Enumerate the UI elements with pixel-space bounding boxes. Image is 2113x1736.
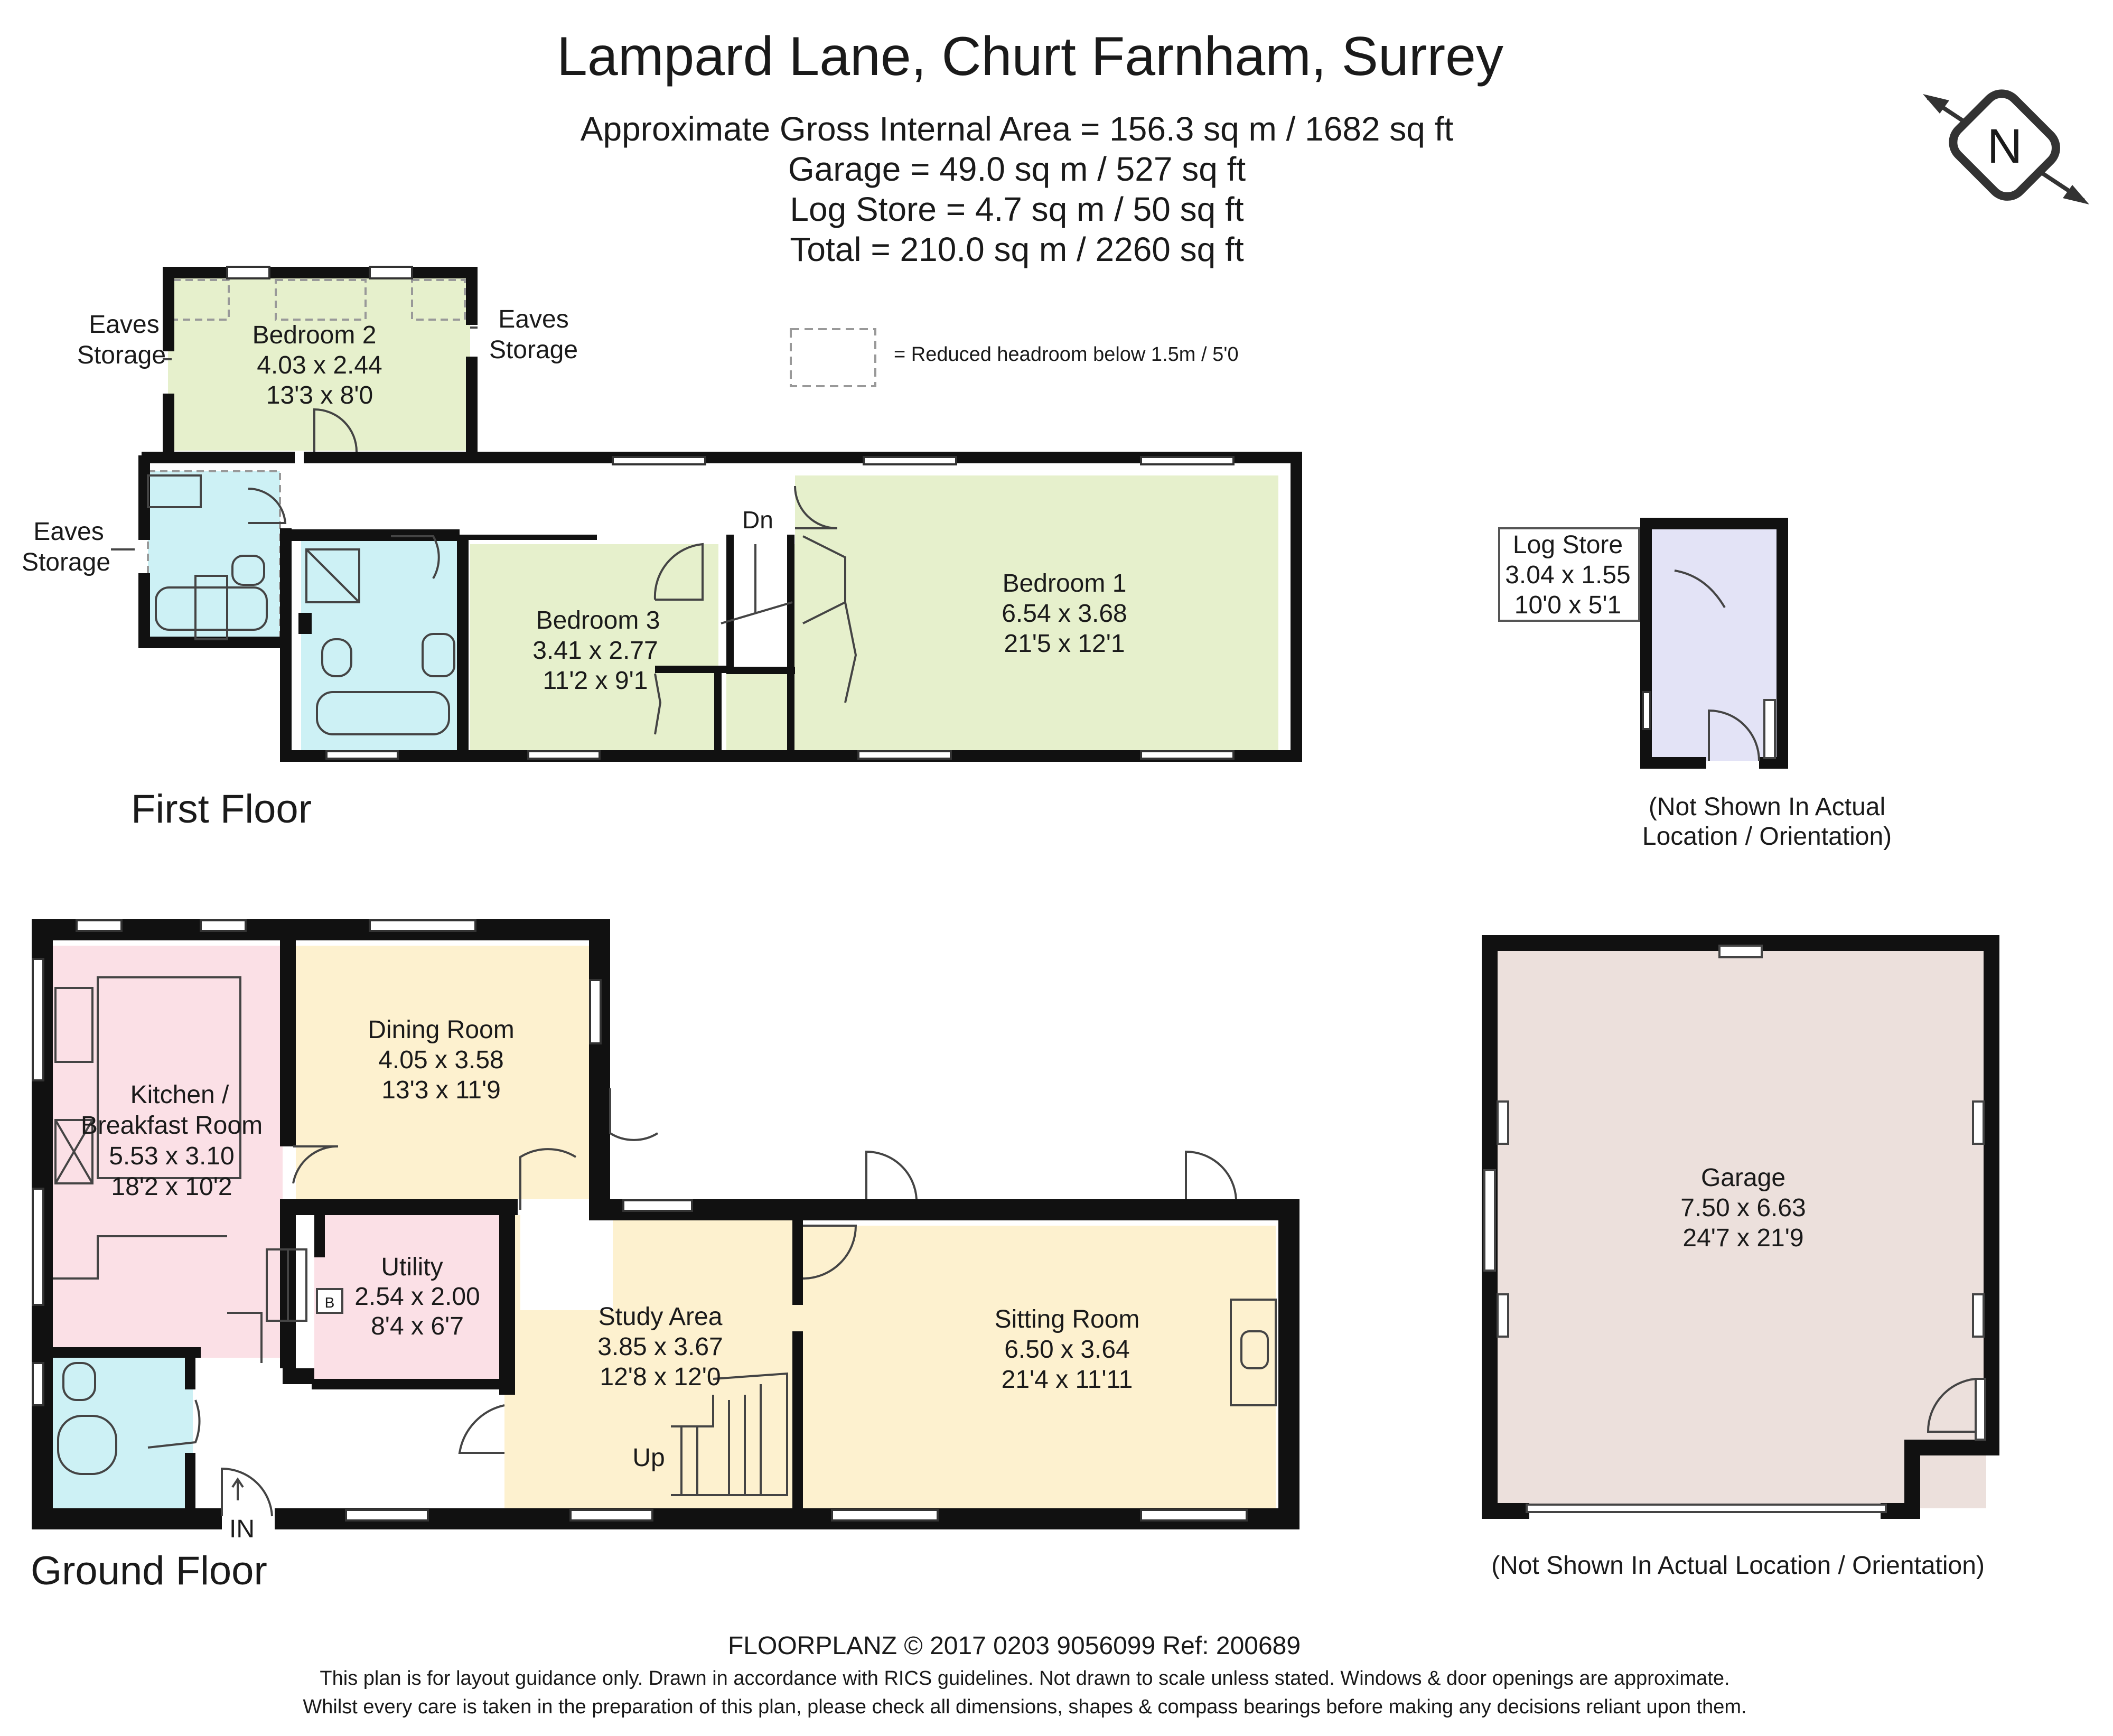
eaves-right-1: Eaves (498, 305, 568, 333)
wc-floor (50, 1358, 193, 1511)
boiler-label: B (325, 1294, 335, 1311)
bedroom1-metric: 6.54 x 3.68 (1002, 600, 1127, 628)
footer-disclaimer-2: Whilst every care is taken in the prepar… (303, 1696, 1747, 1718)
landing-floor (306, 475, 800, 536)
sitting-metric: 6.50 x 3.64 (1004, 1336, 1130, 1364)
first-floor-label: First Floor (131, 787, 312, 832)
eaves-left-bottom-1: Eaves (33, 518, 104, 546)
dining-imperial: 13'3 x 11'9 (381, 1076, 501, 1104)
logstore-imperial: 10'0 x 5'1 (1514, 591, 1621, 619)
ground-floor-plan: Dining Room 4.05 x 3.58 13'3 x 11'9 Kitc… (32, 919, 1299, 1543)
compass-north-letter: N (1987, 119, 2022, 173)
plan-title: Lampard Lane, Churt Farnham, Surrey (557, 26, 1503, 87)
stairs-down-label: Dn (742, 506, 773, 534)
logstore-metric: 3.04 x 1.55 (1505, 561, 1631, 589)
dining-name: Dining Room (368, 1016, 514, 1044)
hall-floor (195, 1384, 504, 1511)
bedroom1-name: Bedroom 1 (1003, 570, 1127, 598)
sitting-floor (800, 1226, 1276, 1511)
kitchen-imperial: 18'2 x 10'2 (111, 1173, 232, 1201)
bedroom3-metric: 3.41 x 2.77 (532, 637, 658, 665)
kitchen-name-1: Kitchen / (130, 1081, 229, 1109)
headroom-legend-swatch (790, 328, 876, 387)
logstore-name: Log Store (1513, 531, 1623, 559)
logstore-area-line: Log Store = 4.7 sq m / 50 sq ft (790, 190, 1244, 228)
logstore-note-line1: (Not Shown In Actual (1648, 793, 1886, 821)
footer-disclaimer-1: This plan is for layout guidance only. D… (320, 1667, 1730, 1690)
garage-note: (Not Shown In Actual Location / Orientat… (1491, 1552, 1985, 1580)
utility-metric: 2.54 x 2.00 (354, 1283, 480, 1311)
dining-metric: 4.05 x 3.58 (378, 1046, 504, 1074)
headroom-legend-text: = Reduced headroom below 1.5m / 5'0 (894, 343, 1239, 366)
bedroom2-floor (168, 272, 470, 451)
garage-metric: 7.50 x 6.63 (1680, 1194, 1806, 1222)
eaves-left-bottom-2: Storage (22, 548, 110, 576)
garage-plan: Garage 7.50 x 6.63 24'7 x 21'9 (1482, 935, 1999, 1519)
bedroom1-floor (795, 475, 1278, 752)
study-imperial: 12'8 x 12'0 (600, 1363, 721, 1391)
ensuite-floor (148, 471, 280, 639)
dining-floor (296, 946, 589, 1199)
bedroom2-name: Bedroom 2 (253, 321, 377, 349)
eaves-left-top-1: Eaves (89, 311, 159, 339)
gross-area-line: Approximate Gross Internal Area = 156.3 … (580, 110, 1454, 148)
footer-credit: FLOORPLANZ © 2017 0203 9056099 Ref: 2006… (727, 1632, 1301, 1660)
sitting-imperial: 21'4 x 11'11 (1002, 1366, 1133, 1394)
study-metric: 3.85 x 3.67 (597, 1333, 723, 1361)
sitting-name: Sitting Room (995, 1305, 1140, 1333)
boiler-icon (316, 1288, 343, 1314)
entrance-label: IN (229, 1515, 255, 1543)
compass-icon: N (1923, 89, 2089, 204)
utility-floor (314, 1215, 504, 1384)
kitchen-metric: 5.53 x 3.10 (109, 1142, 235, 1170)
ground-floor-label: Ground Floor (31, 1548, 267, 1593)
bedroom3-imperial: 11'2 x 9'1 (543, 667, 648, 695)
utility-imperial: 8'4 x 6'7 (371, 1312, 464, 1340)
bedroom2-metric: 4.03 x 2.44 (257, 351, 382, 379)
eaves-left-top-2: Storage (77, 341, 166, 369)
total-area-line: Total = 210.0 sq m / 2260 sq ft (790, 230, 1244, 268)
bedroom1-imperial: 21'5 x 12'1 (1004, 630, 1125, 658)
first-floor-plan: Dn Bedroom 2 4.03 x 2.44 13'3 x 8'0 Eave… (22, 266, 1302, 762)
logstore-note-line2: Location / Orientation) (1642, 823, 1892, 851)
bedroom3-name: Bedroom 3 (536, 606, 660, 634)
garage-name: Garage (1701, 1164, 1785, 1192)
study-name: Study Area (599, 1303, 723, 1331)
kitchen-floor (50, 946, 283, 1358)
eaves-right-2: Storage (489, 336, 578, 364)
utility-name: Utility (381, 1253, 443, 1281)
garage-area-line: Garage = 49.0 sq m / 527 sq ft (788, 150, 1246, 188)
stairs-up-label: Up (632, 1444, 665, 1472)
bedroom3-floor (470, 544, 718, 752)
garage-imperial: 24'7 x 21'9 (1682, 1224, 1803, 1252)
door-gap (520, 1215, 613, 1310)
logstore-plan: Log Store 3.04 x 1.55 10'0 x 5'1 (1498, 518, 1788, 769)
kitchen-name-2: Breakfast Room (81, 1112, 263, 1140)
bedroom2-imperial: 13'3 x 8'0 (266, 381, 373, 409)
